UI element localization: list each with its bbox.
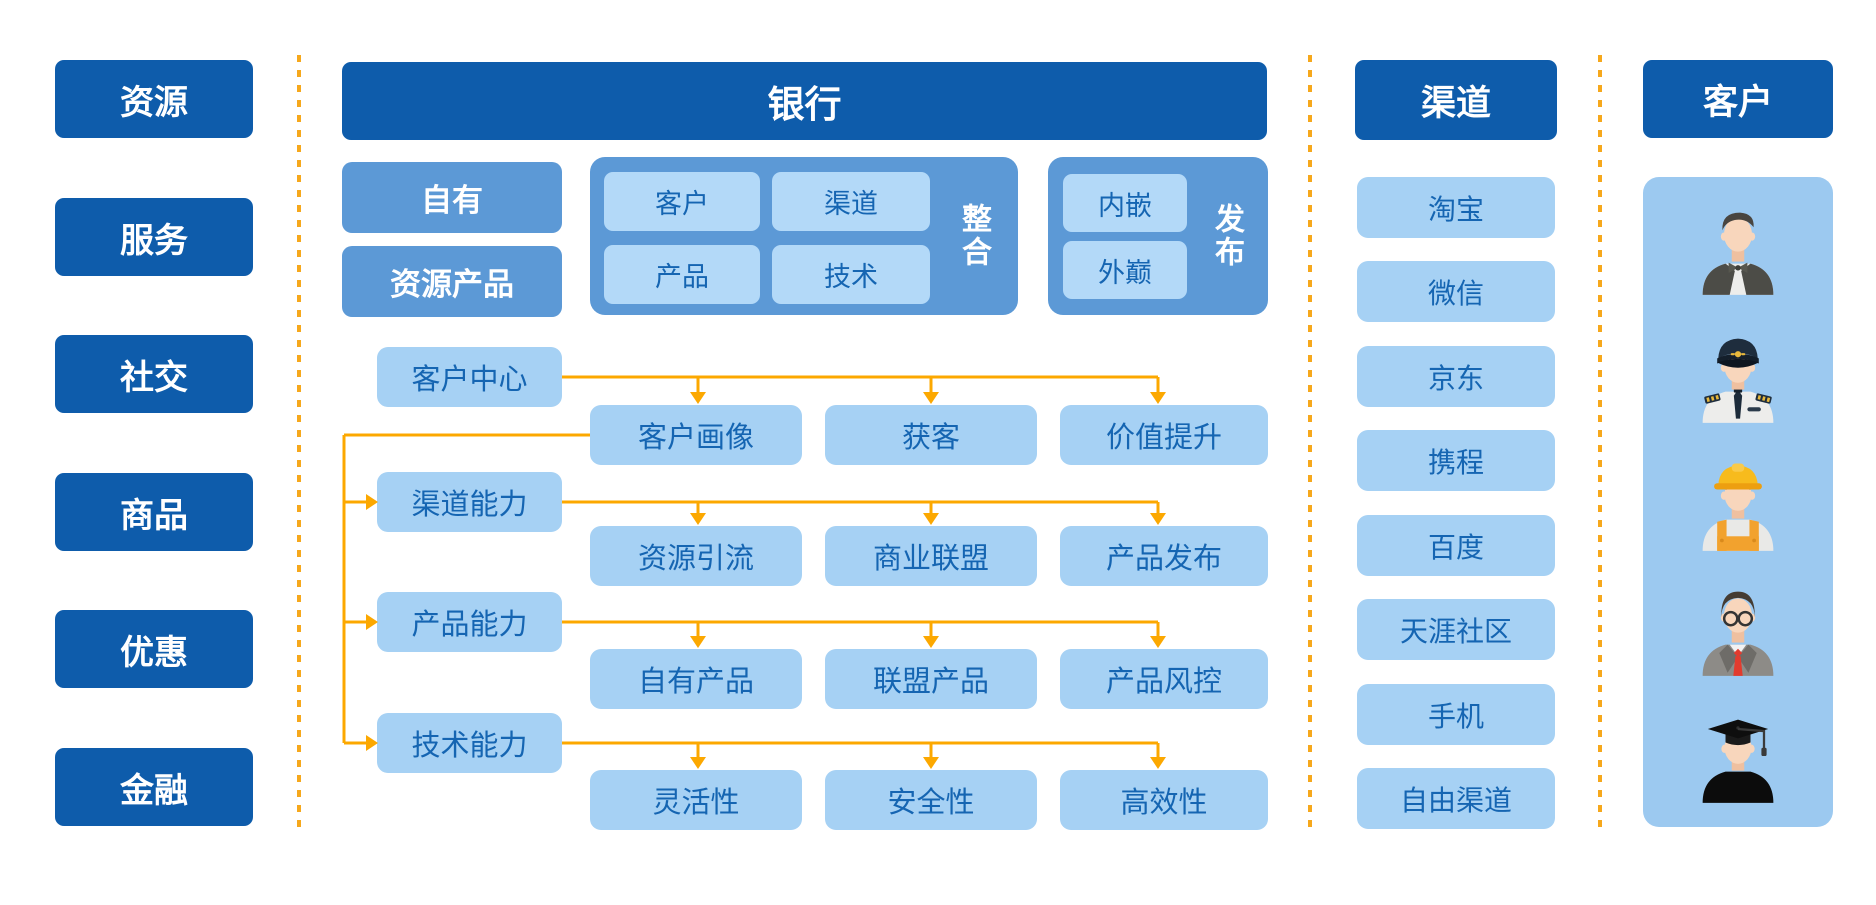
resource-item-1: 资源 [55, 60, 253, 138]
own-box: 自有 [342, 162, 562, 233]
resource-item-4: 商品 [55, 473, 253, 551]
resource-product-box: 资源产品 [342, 246, 562, 317]
customers-header: 客户 [1643, 60, 1833, 138]
channel-item-1: 淘宝 [1357, 177, 1555, 238]
channel-item-2: 微信 [1357, 261, 1555, 322]
channel-item-8: 自由渠道 [1357, 768, 1555, 829]
channel-item-3: 京东 [1357, 346, 1555, 407]
flow-target-3-2: 联盟产品 [825, 649, 1037, 709]
flow-target-4-3: 高效性 [1060, 770, 1268, 830]
channel-item-7: 手机 [1357, 684, 1555, 745]
flow-source-1: 客户中心 [377, 347, 562, 407]
resource-item-6: 金融 [55, 748, 253, 826]
pilot-icon [1686, 323, 1790, 427]
channel-item-4: 携程 [1357, 430, 1555, 491]
construction-worker-icon [1686, 451, 1790, 555]
integration-label-wrap: 整合 [936, 157, 1010, 315]
flow-target-1-3: 价值提升 [1060, 405, 1268, 465]
publish-label: 发布 [1210, 203, 1243, 269]
flow-source-3: 产品能力 [377, 592, 562, 652]
integration-label: 整合 [957, 203, 990, 269]
flow-target-1-2: 获客 [825, 405, 1037, 465]
flow-target-3-1: 自有产品 [590, 649, 802, 709]
flow-target-4-2: 安全性 [825, 770, 1037, 830]
resource-item-2: 服务 [55, 198, 253, 276]
publish-cell-2: 外巅 [1063, 241, 1187, 299]
integration-cell-1: 客户 [604, 172, 760, 231]
flow-target-2-3: 产品发布 [1060, 526, 1268, 586]
flow-target-2-1: 资源引流 [590, 526, 802, 586]
flow-target-1-1: 客户画像 [590, 405, 802, 465]
integration-cell-3: 产品 [604, 245, 760, 304]
dotted-separator [297, 55, 301, 833]
waiter-icon [1686, 195, 1790, 299]
businessman-icon [1686, 576, 1790, 680]
flow-source-4: 技术能力 [377, 713, 562, 773]
channel-item-5: 百度 [1357, 515, 1555, 576]
resource-item-5: 优惠 [55, 610, 253, 688]
publish-cell-1: 内嵌 [1063, 174, 1187, 232]
resource-item-3: 社交 [55, 335, 253, 413]
integration-cell-4: 技术 [772, 245, 930, 304]
graduate-icon [1686, 703, 1790, 807]
flow-target-2-2: 商业联盟 [825, 526, 1037, 586]
channels-header: 渠道 [1355, 60, 1557, 140]
flow-target-3-3: 产品风控 [1060, 649, 1268, 709]
channel-item-6: 天涯社区 [1357, 599, 1555, 660]
flow-source-2: 渠道能力 [377, 472, 562, 532]
dotted-separator [1308, 55, 1312, 833]
bank-header: 银行 [342, 62, 1267, 140]
flow-target-4-1: 灵活性 [590, 770, 802, 830]
publish-label-wrap: 发布 [1192, 157, 1260, 315]
dotted-separator [1598, 55, 1602, 833]
integration-cell-2: 渠道 [772, 172, 930, 231]
